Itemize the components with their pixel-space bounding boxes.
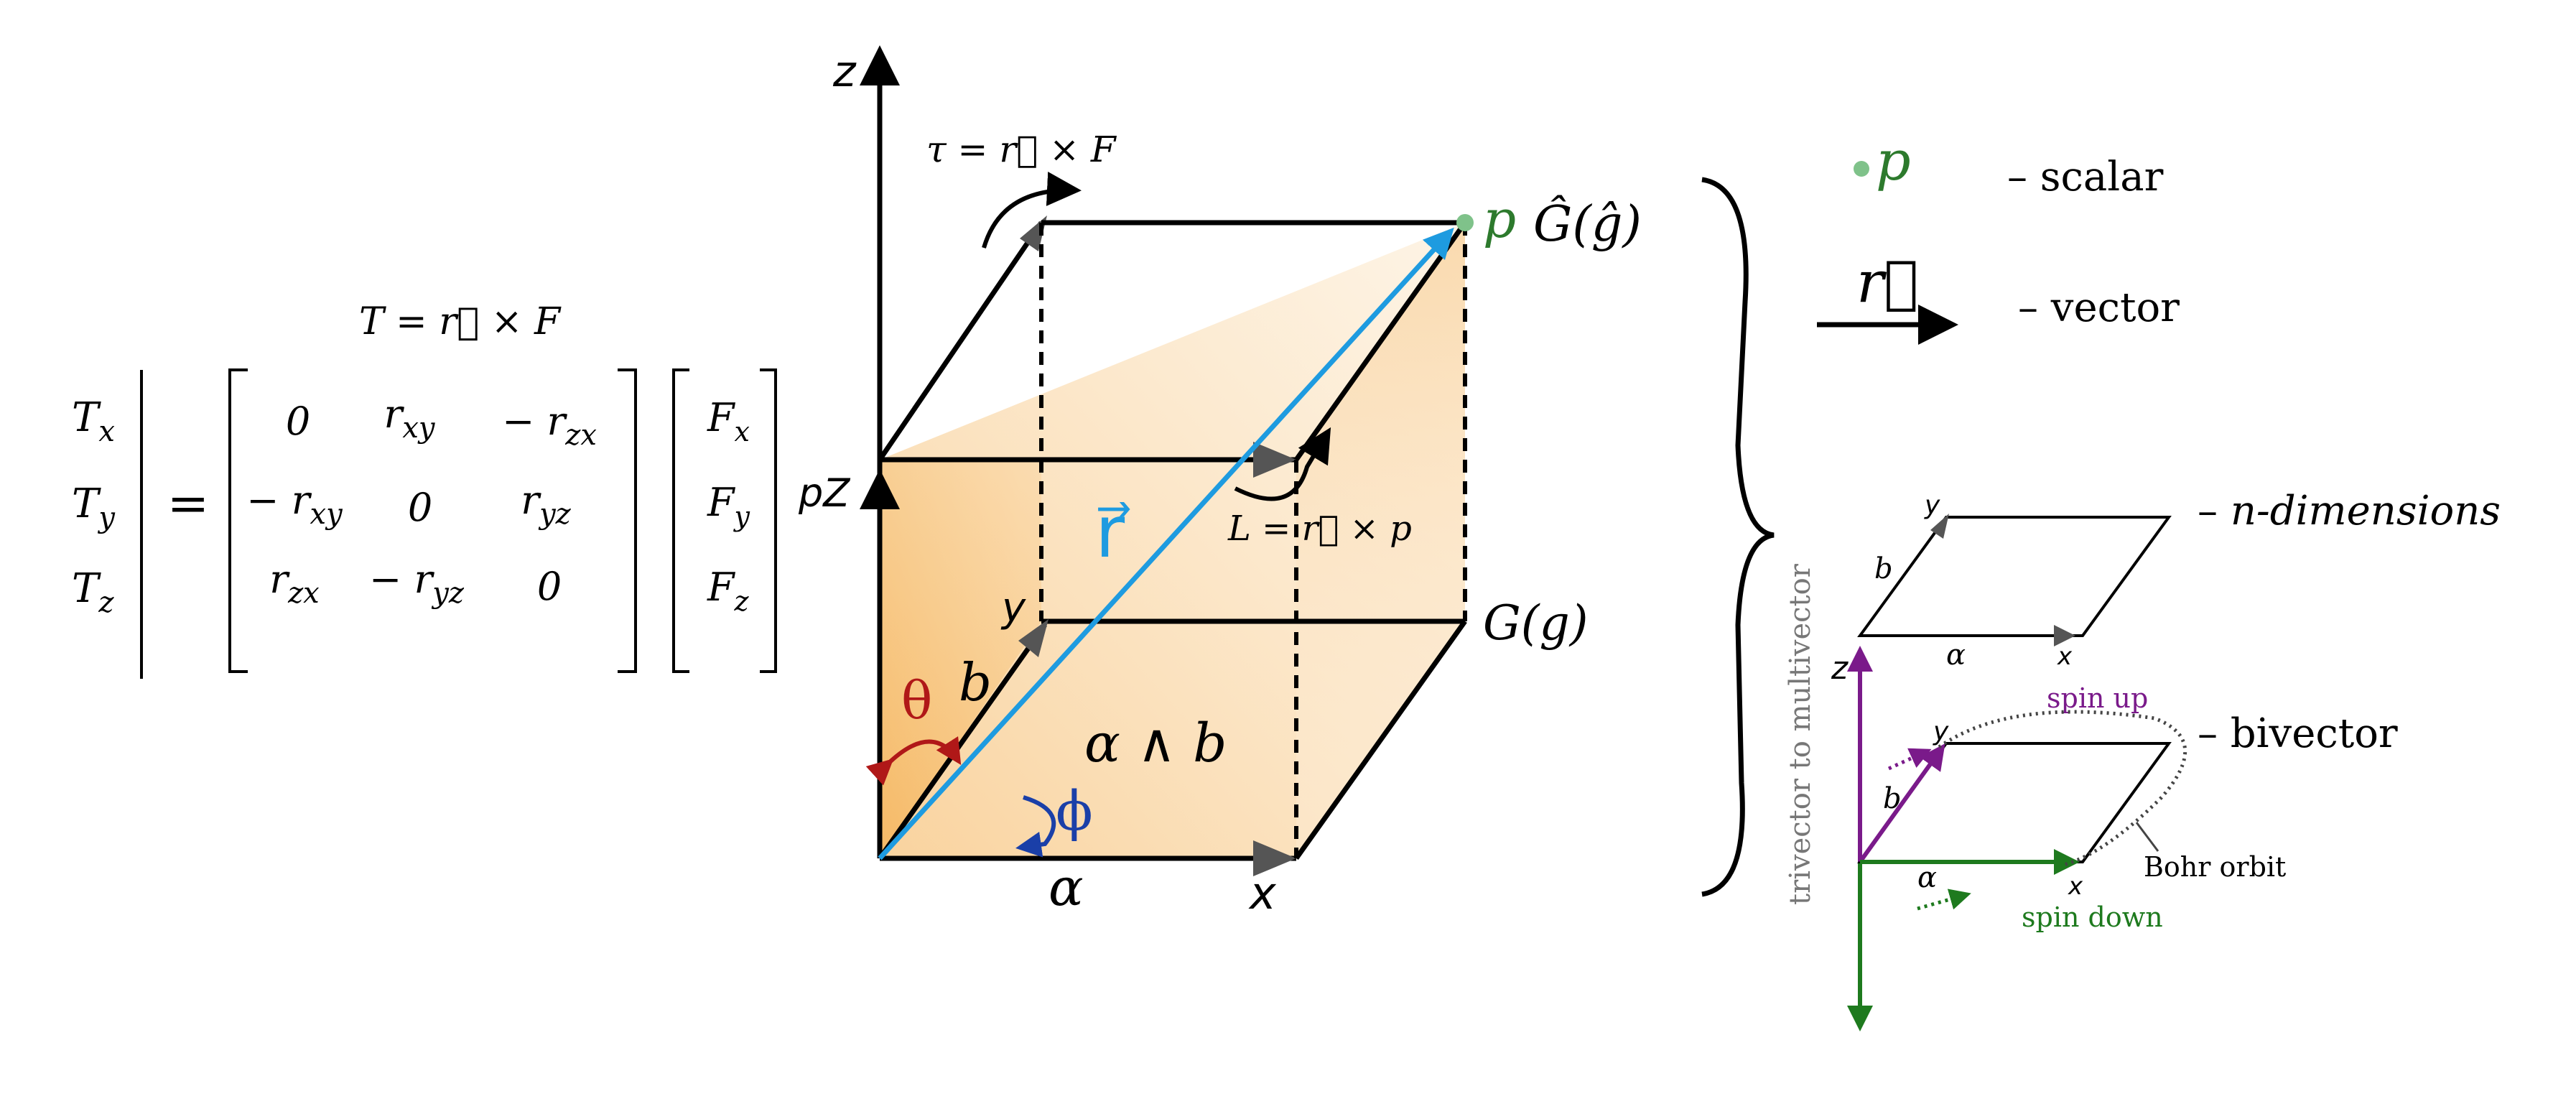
ndim-y-label: y xyxy=(1924,491,1940,520)
lhs-tz: Tz xyxy=(72,565,114,619)
force-fx: Fx xyxy=(707,395,750,447)
equals-sign: = xyxy=(167,474,210,533)
bivector-plane xyxy=(1857,742,2172,863)
y-vector-b xyxy=(878,623,1047,861)
mid-arrowhead xyxy=(1253,442,1296,478)
angular-momentum-curl xyxy=(1234,427,1331,501)
m10: − rxy xyxy=(246,478,343,531)
theta-label: θ xyxy=(901,670,932,730)
phi-arc xyxy=(1015,795,1056,858)
biv-x-label: x xyxy=(2068,872,2083,901)
x-axis-label: x xyxy=(1248,867,1277,919)
spin-up-label: spin up xyxy=(2047,682,2148,714)
matrix-cells: 0 rxy − rzx − rxy 0 ryz rzx − ryz 0 xyxy=(246,391,597,610)
alpha-label: α xyxy=(1048,857,1084,917)
phi-label: ϕ xyxy=(1056,779,1093,843)
m11: 0 xyxy=(408,485,432,530)
y-axis-label: y xyxy=(1000,585,1026,631)
edge-mid-diag xyxy=(878,221,1043,461)
z-axis-label: z xyxy=(832,47,857,97)
m22: 0 xyxy=(537,564,562,609)
spin-up-arrow xyxy=(1887,748,1932,771)
m02: − rzx xyxy=(502,399,597,452)
biv-z-label: z xyxy=(1831,650,1849,687)
legend: p – scalar r⃗ – vector y b α x – n-dimen… xyxy=(1784,129,2501,1031)
spin-down-arrow xyxy=(1917,889,1971,911)
pz-label: pZ xyxy=(798,470,850,516)
y-arrowhead xyxy=(1018,619,1048,657)
m12: ryz xyxy=(521,478,571,531)
point-p-label: p xyxy=(1483,189,1516,249)
scalar-label: – scalar xyxy=(2007,154,2164,200)
g-label: G(g) xyxy=(1483,595,1588,651)
matrix-bracket-right xyxy=(618,368,637,673)
m01: rxy xyxy=(384,391,436,445)
lhs-vector: Tx Ty Tz xyxy=(72,394,116,619)
position-vector-r xyxy=(878,227,1454,861)
torque-equation: T = r⃗ × F Tx Ty Tz = 0 rxy − rzx − rxy … xyxy=(72,300,777,679)
force-fz: Fz xyxy=(707,565,749,617)
edge-mid-right xyxy=(1294,221,1467,462)
cube-diagram: z pZ r⃗ p Ĝ(ĝ) G(g) τ = r⃗ × F xyxy=(798,45,1642,919)
matrix-bracket-left xyxy=(228,368,248,673)
vector-r-label: r⃗ xyxy=(1095,490,1130,574)
scalar-dot xyxy=(1854,161,1869,177)
torque-label: τ = r⃗ × F xyxy=(926,129,1117,170)
m20: rzx xyxy=(269,557,319,610)
force-vector: Fx Fy Fz xyxy=(707,395,750,617)
lhs-tx: Tx xyxy=(72,394,115,448)
point-p-dot xyxy=(1456,214,1474,231)
force-fy: Fy xyxy=(707,480,750,532)
ndim-b-label: b xyxy=(1874,552,1893,585)
bohr-orbit-leader xyxy=(2135,822,2159,852)
b-label: b xyxy=(959,652,992,713)
wedge-label: α ∧ b xyxy=(1084,713,1227,774)
ndim-y-arrowhead xyxy=(1930,514,1949,539)
angular-momentum-label: L = r⃗ × p xyxy=(1227,509,1412,549)
vertical-label: trivector to multivector xyxy=(1784,563,1817,905)
ndim-x-arrowhead xyxy=(2054,625,2075,646)
edge-bottom-right xyxy=(1294,619,1467,861)
ndim-x-label: x xyxy=(2057,642,2073,671)
shaded-plane-right xyxy=(1296,223,1465,858)
ndim-label: – n-dimensions xyxy=(2198,488,2501,534)
scalar-symbol: p xyxy=(1876,129,1911,192)
bohr-orbit-label: Bohr orbit xyxy=(2144,851,2286,883)
spin-down-label: spin down xyxy=(2022,901,2163,933)
bohr-orbit-path xyxy=(1938,710,2187,868)
biv-b-label: b xyxy=(1883,782,1902,815)
theta-arc xyxy=(865,736,962,786)
x-arrowhead xyxy=(1253,840,1296,876)
force-bracket-right xyxy=(760,368,777,673)
vector-symbol: r⃗ xyxy=(1856,249,1918,315)
biv-y-label: y xyxy=(1933,717,1949,746)
vector-label: – vector xyxy=(2018,284,2180,331)
lhs-ty: Ty xyxy=(72,481,116,534)
m00: 0 xyxy=(286,399,310,444)
bivector-label: – bivector xyxy=(2198,710,2398,757)
torque-curl-arrow xyxy=(982,172,1082,249)
ndim-alpha-label: α xyxy=(1946,639,1966,672)
ndim-plane xyxy=(1857,516,2172,637)
equation-title: T = r⃗ × F xyxy=(359,300,562,343)
biv-alpha-label: α xyxy=(1917,861,1937,894)
m21: − ryz xyxy=(369,557,465,610)
curly-brace xyxy=(1701,177,1775,897)
force-bracket-left xyxy=(672,368,689,673)
g-hat-label: Ĝ(ĝ) xyxy=(1533,195,1642,253)
